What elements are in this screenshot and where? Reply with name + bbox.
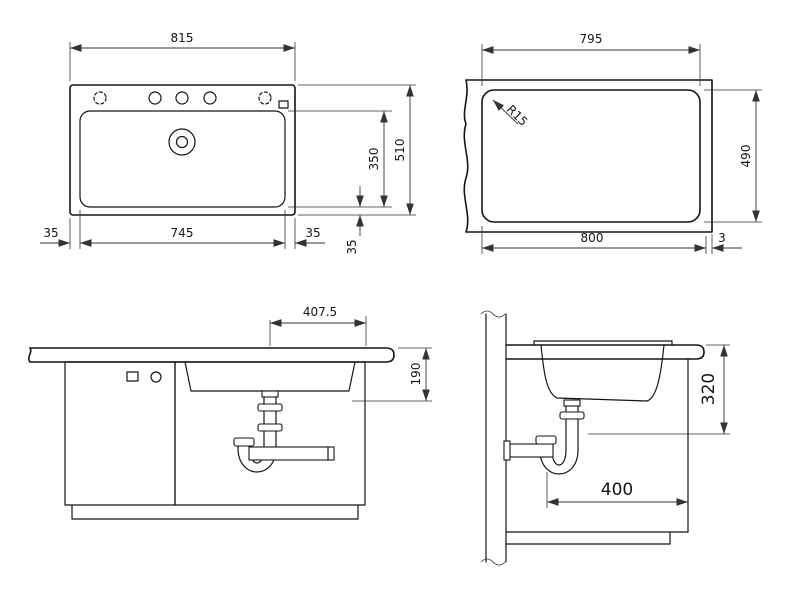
dim-cutout-width-label: 795 [580, 32, 603, 46]
radius-leader-arrow [492, 99, 519, 125]
faucet-hole-center [175, 91, 189, 105]
worktop-front [27, 347, 395, 363]
plinth-side [505, 531, 671, 545]
faucet-hole-optional-left [93, 91, 107, 105]
worktop-slab [463, 79, 713, 233]
wall-break [480, 558, 506, 566]
dim-corner-radius-label: R15 [504, 102, 531, 129]
plinth [71, 504, 359, 520]
outlet-pipe [248, 446, 335, 461]
control-knob-detail [150, 371, 162, 383]
pipe-nut [559, 411, 585, 420]
pipe-nut [257, 423, 283, 432]
faucet-hole [203, 91, 217, 105]
pipe-nut [535, 435, 557, 445]
drain-outline [168, 128, 196, 156]
dim-cutout-depth-label: 490 [739, 145, 753, 168]
dim-offset-left-label: 35 [43, 226, 58, 240]
wall-break [480, 310, 506, 318]
drain-flange [563, 399, 581, 407]
drain-hole [175, 135, 189, 149]
top-view: 815 510 350 35 35 745 35 [40, 31, 416, 255]
dim-clearance-height-label: 320 [699, 373, 719, 405]
trap-inner-wall [551, 443, 567, 466]
dim-overall-label: 800 [581, 231, 604, 245]
dim-offset-front-label: 35 [345, 239, 359, 254]
worktop-side [505, 344, 705, 360]
dim-clearance-depth-label: 400 [601, 480, 633, 500]
wall-escutcheon [503, 440, 511, 461]
outlet-pipe [505, 443, 554, 458]
faucet-hole [148, 91, 162, 105]
pipe-nut [233, 437, 255, 447]
dim-height-below-worktop-label: 190 [409, 363, 423, 386]
pipe-nut [257, 403, 283, 412]
dim-overall-width-label: 815 [171, 31, 194, 45]
dim-offset-right-label: 35 [305, 226, 320, 240]
cutout-outline [481, 89, 701, 223]
bowl-outline [79, 110, 286, 208]
side-view: 320 400 [480, 310, 730, 566]
bowl-profile-side [540, 344, 665, 402]
overflow-detail [278, 100, 289, 109]
dim-bowl-depth-label: 350 [367, 148, 381, 171]
drain-flange [261, 390, 279, 398]
faucet-hole-optional-right [258, 91, 272, 105]
dim-bowl-width-label: 745 [171, 226, 194, 240]
bowl-profile [184, 361, 356, 392]
dim-edge-label: 3 [718, 231, 726, 245]
front-view: 407.5 190 [27, 305, 432, 520]
dim-center-to-edge-label: 407.5 [303, 305, 337, 319]
sink-cabinet [174, 361, 366, 506]
sink-outline [69, 84, 296, 216]
control-panel-detail [126, 371, 139, 382]
cutout-view: R15 795 490 800 3 [463, 32, 762, 254]
appliance-unit [64, 361, 176, 506]
dim-overall-depth-label: 510 [393, 139, 407, 162]
